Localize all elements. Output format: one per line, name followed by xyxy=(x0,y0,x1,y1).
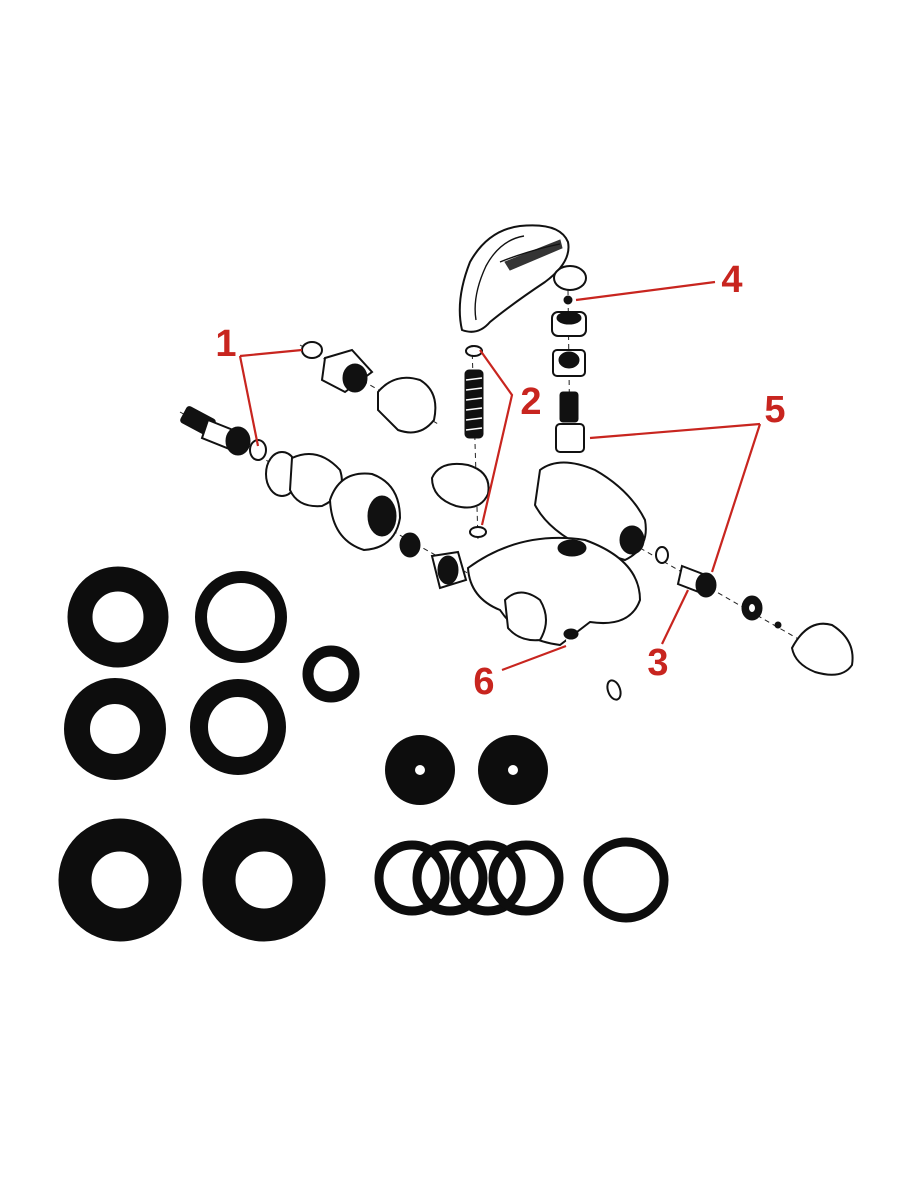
flat-gasket xyxy=(190,679,286,775)
o-ring xyxy=(488,840,564,916)
shower-washer-bottom xyxy=(469,526,487,538)
faucet-assembly xyxy=(179,224,854,772)
rubber-disc xyxy=(385,735,455,805)
callout-labels: 1 2 3 4 5 6 xyxy=(215,259,785,703)
hose-connector xyxy=(430,462,490,509)
hand-shower-head xyxy=(458,224,570,333)
o-ring xyxy=(195,571,287,663)
seal-kit xyxy=(58,566,669,942)
faucet-body xyxy=(466,461,647,647)
shower-hose-fitting xyxy=(464,369,484,439)
flat-gasket xyxy=(58,818,182,942)
right-handle-parts xyxy=(655,546,854,676)
flat-gasket xyxy=(64,678,166,780)
right-cartridge-stack xyxy=(551,265,587,453)
callout-1: 1 xyxy=(215,323,236,365)
flat-gasket xyxy=(67,566,169,668)
o-ring xyxy=(412,840,488,916)
callout-4: 4 xyxy=(721,259,742,301)
callout-2: 2 xyxy=(520,381,541,423)
o-ring xyxy=(302,645,360,703)
flat-gasket xyxy=(202,818,326,942)
callout-leaders xyxy=(238,280,762,672)
handle-cap xyxy=(790,622,854,676)
o-ring xyxy=(450,840,526,916)
spout xyxy=(563,628,712,772)
left-inlet-parts xyxy=(180,341,468,590)
o-ring xyxy=(374,840,450,916)
callout-6: 6 xyxy=(473,661,494,703)
callout-3: 3 xyxy=(647,642,668,684)
rubber-disc xyxy=(478,735,548,805)
callout-5: 5 xyxy=(764,389,785,431)
o-ring xyxy=(583,837,669,923)
